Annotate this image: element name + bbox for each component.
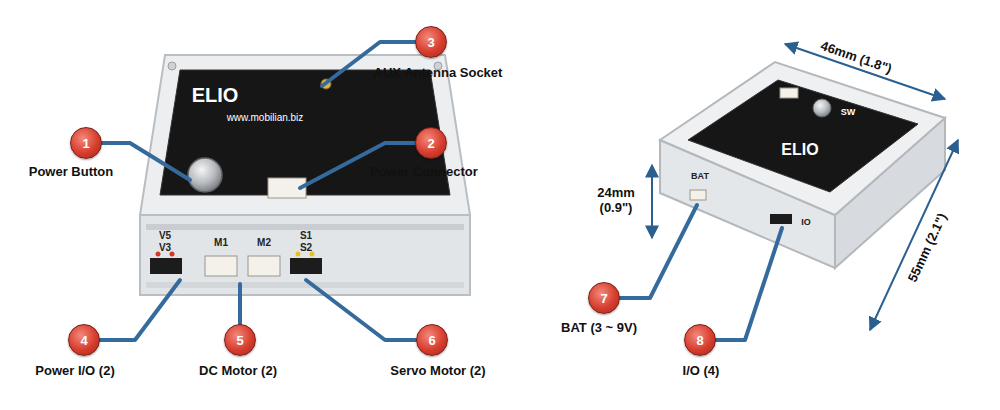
pin-label: M2 — [257, 237, 271, 249]
callout-marker: 3AUX Antenna Socket — [415, 26, 447, 58]
callout-number: 1 — [71, 128, 101, 158]
callout-marker: 5DC Motor (2) — [224, 324, 256, 356]
callout-number: 2 — [416, 128, 446, 158]
callout-marker: 1Power Button — [70, 127, 102, 159]
callout-label: DC Motor (2) — [199, 363, 277, 378]
callout-number: 8 — [685, 325, 715, 355]
callout-label: Power Connector — [370, 164, 478, 179]
dimension-label: 24mm (0.9") — [590, 186, 642, 216]
callout-number: 7 — [589, 283, 619, 313]
enclosure-angled-view — [660, 62, 945, 268]
callout-marker: 8I/O (4) — [684, 324, 716, 356]
callout-number: 6 — [417, 325, 447, 355]
callout-label: AUX Antenna Socket — [374, 65, 503, 80]
callout-label: BAT (3 ~ 9V) — [561, 320, 637, 335]
callout-label: I/O (4) — [683, 363, 720, 378]
dimension-lines — [652, 44, 958, 330]
pin-label: V3 — [159, 242, 171, 254]
callout-number: 5 — [225, 325, 255, 355]
silkscreen-text: ELIO — [192, 84, 239, 107]
pin-label: S2 — [300, 242, 312, 254]
callout-number: 4 — [69, 325, 99, 355]
callout-marker: 4Power I/O (2) — [68, 324, 100, 356]
callout-label: Power Button — [29, 164, 114, 179]
callout-label: Power I/O (2) — [35, 363, 114, 378]
silkscreen-text: BAT — [691, 171, 709, 181]
silkscreen-text: ELIO — [781, 141, 818, 159]
pin-label: S1 — [300, 230, 312, 242]
callout-label: Servo Motor (2) — [390, 363, 485, 378]
silkscreen-text: www.mobilian.biz — [227, 112, 304, 124]
callout-marker: 7BAT (3 ~ 9V) — [588, 282, 620, 314]
silkscreen-text: SW — [841, 107, 856, 117]
dimension-label: 46mm (1.8") — [819, 39, 894, 77]
dimension-label: 55mm (2.1") — [906, 211, 951, 284]
silkscreen-text: IO — [801, 217, 811, 227]
leader-lines — [100, 42, 782, 340]
pin-label: V5 — [159, 230, 171, 242]
callout-marker: 6Servo Motor (2) — [416, 324, 448, 356]
callout-number: 3 — [416, 27, 446, 57]
callout-marker: 2Power Connector — [415, 127, 447, 159]
pin-label: M1 — [214, 237, 228, 249]
